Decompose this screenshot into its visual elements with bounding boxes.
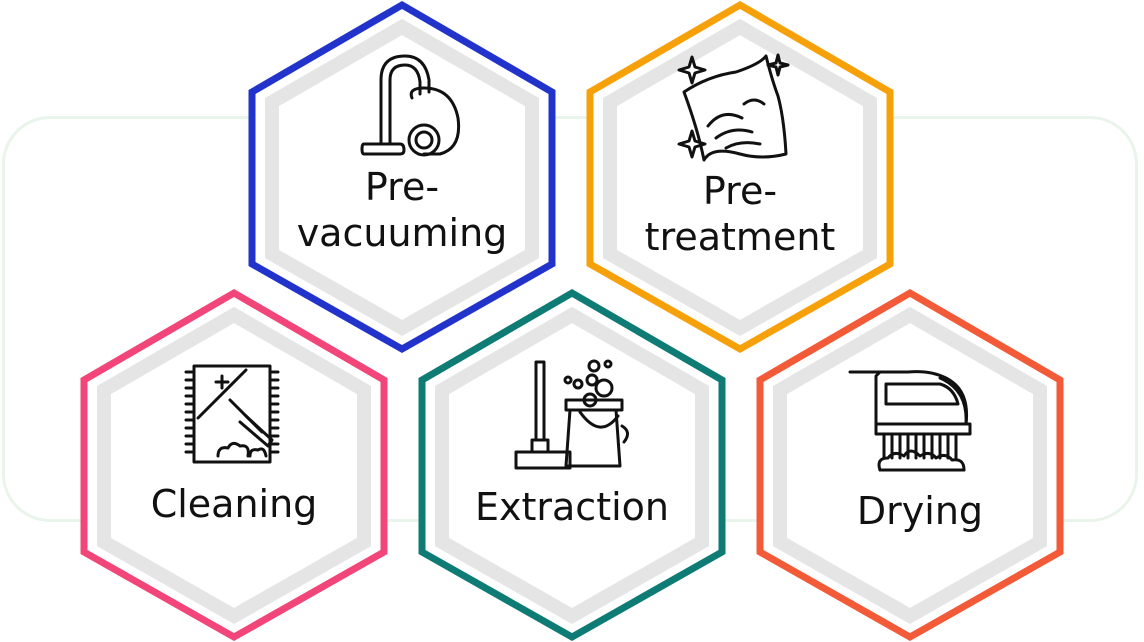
steam-iron-icon xyxy=(848,370,972,472)
step-label-pre-treatment: Pre- treatment xyxy=(600,168,880,260)
step-label-line: vacuuming xyxy=(296,211,508,255)
step-label-line: Pre- xyxy=(364,165,440,209)
step-label-extraction: Extraction xyxy=(475,485,669,529)
wiping-hand-icon xyxy=(677,53,790,162)
vacuum-cleaner-icon xyxy=(360,54,461,157)
mop-bucket-icon xyxy=(514,359,629,470)
step-label-line: Pre- xyxy=(702,169,778,213)
squeegee-window-icon xyxy=(184,364,280,464)
step-label-line: treatment xyxy=(644,215,836,259)
hexagon-pre-treatment xyxy=(586,0,894,354)
step-label-pre-vacuuming: Pre- vacuuming xyxy=(262,164,542,256)
step-label-drying: Drying xyxy=(856,489,984,533)
hexagon-cleaning xyxy=(80,288,388,642)
hexagon-drying xyxy=(756,288,1064,642)
step-label-cleaning: Cleaning xyxy=(150,482,318,526)
hexagon-pre-vacuuming xyxy=(248,0,556,354)
